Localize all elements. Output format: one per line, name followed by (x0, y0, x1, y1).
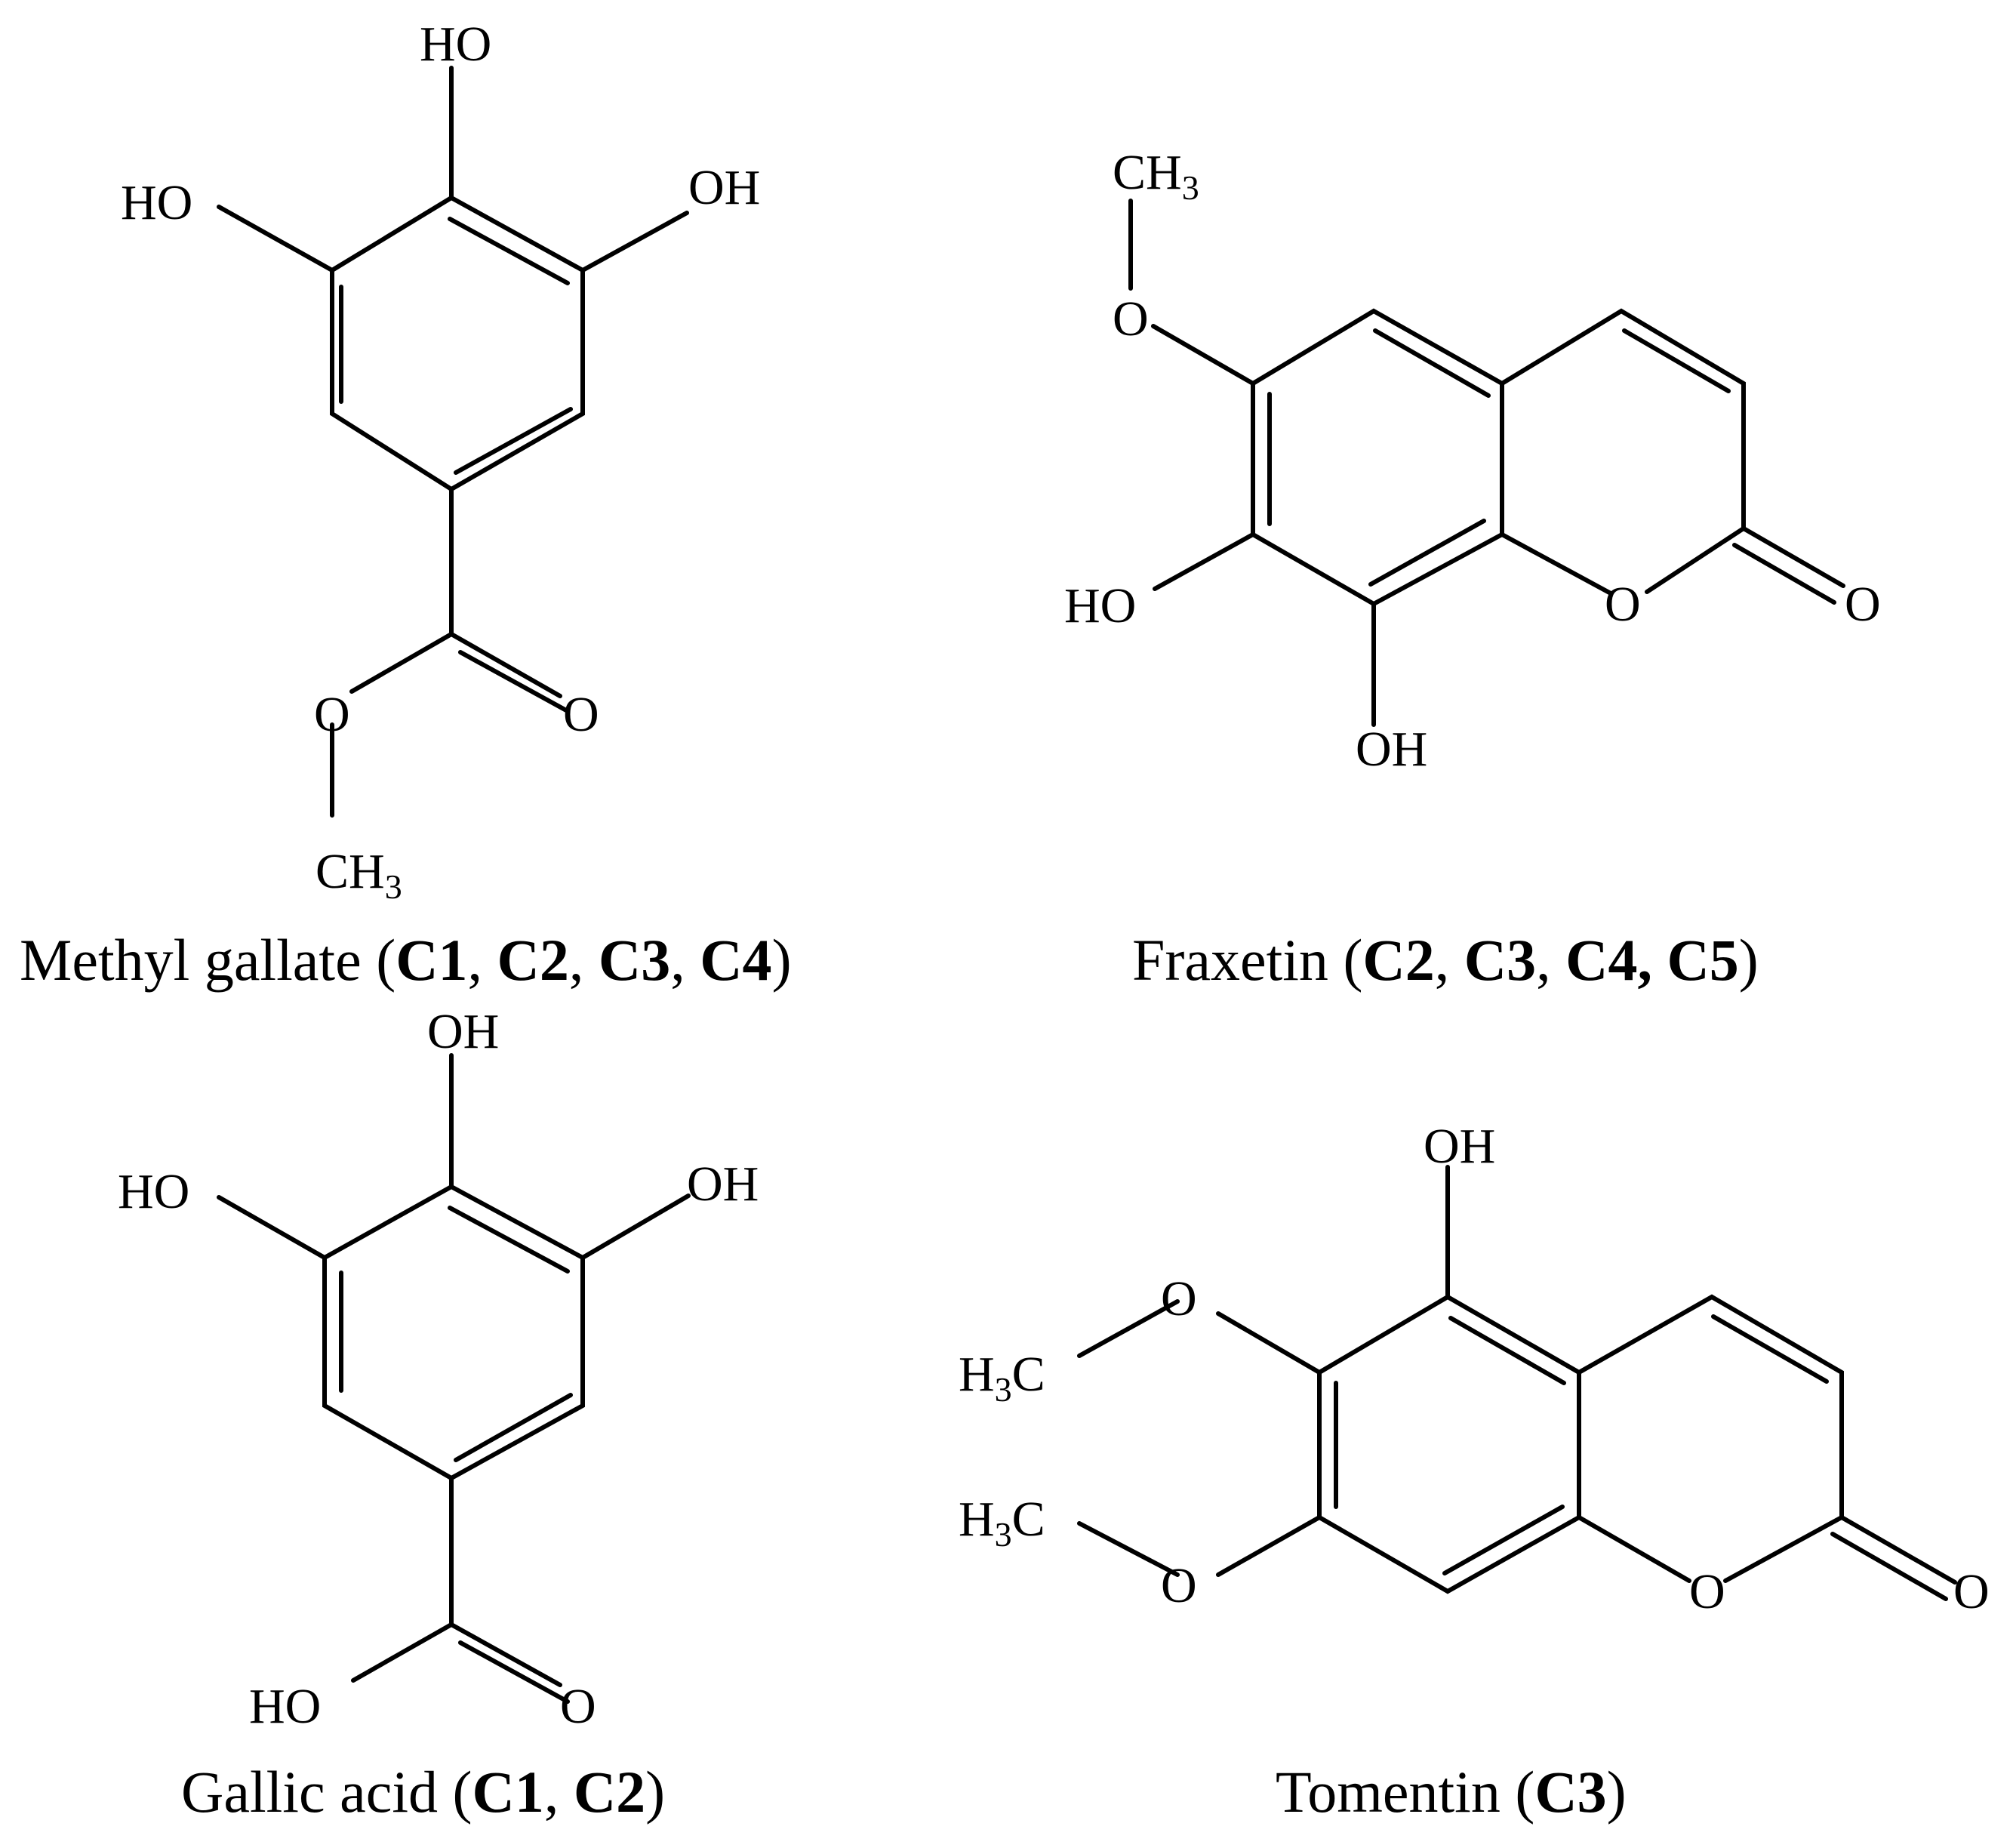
tm-methoxy2-oxygen: O (1161, 1558, 1197, 1613)
fx-methyl-subscript: 3 (1182, 168, 1199, 207)
mg-methyl-group: CH3 (315, 844, 402, 906)
fraxetin-bonds (1128, 199, 1845, 727)
mg-carbonyl-oxygen: O (563, 687, 599, 742)
ga-top-hydroxyl: OH (427, 1004, 499, 1059)
fx-ring-oxygen: O (1605, 577, 1641, 632)
gallic-acid-caption: Gallic acid (C1, C2) (181, 1759, 665, 1825)
mg-methyl-subscript: 3 (385, 867, 402, 906)
fx-carbonyl-oxygen: O (1845, 577, 1881, 632)
tm-carbonyl-oxygen: O (1953, 1564, 1990, 1619)
fx-methoxy-oxygen: O (1113, 291, 1149, 346)
fx-methyl-c: CH (1113, 145, 1182, 200)
ga-acid-hydroxyl: HO (249, 1679, 321, 1734)
tm-methyl2-group: H3C (959, 1492, 1045, 1554)
ga-left-hydroxyl: HO (118, 1164, 189, 1219)
mg-left-hydroxyl: HO (121, 175, 192, 230)
fraxetin-structure: CH3 O HO OH O O (1064, 145, 1881, 777)
mg-right-hydroxyl: OH (688, 160, 760, 215)
fraxetin-caption: Fraxetin (C2, C3, C4, C5) (1132, 927, 1759, 993)
fx-left-hydroxyl: HO (1064, 578, 1136, 633)
ga-carbonyl-oxygen: O (560, 1679, 596, 1734)
tm-methyl1-group: H3C (959, 1347, 1045, 1409)
fx-bottom-hydroxyl: OH (1356, 722, 1427, 777)
mg-ester-oxygen: O (314, 687, 350, 742)
mg-top-hydroxyl: HO (420, 17, 491, 72)
methyl-gallate-bonds (217, 66, 689, 818)
tm-top-hydroxyl: OH (1424, 1119, 1495, 1174)
tomentin-bonds (1077, 1165, 1957, 1601)
ga-right-hydroxyl: OH (687, 1157, 759, 1212)
tm-ring-oxygen: O (1689, 1564, 1725, 1619)
tm-methoxy1-oxygen: O (1161, 1271, 1197, 1326)
gallic-acid-bonds (217, 1053, 691, 1704)
tomentin-structure: OH O O H3C H3C O O (959, 1119, 1990, 1619)
methyl-gallate-caption: Methyl gallate (C1, C2, C3, C4) (20, 927, 792, 993)
methyl-gallate-structure: HO HO OH O O CH3 (121, 17, 760, 906)
mg-methyl-c: CH (315, 844, 385, 899)
fx-methyl-group: CH3 (1113, 145, 1199, 207)
tomentin-caption: Tomentin (C3) (1276, 1759, 1627, 1825)
gallic-acid-structure: OH HO OH HO O (118, 1004, 759, 1734)
